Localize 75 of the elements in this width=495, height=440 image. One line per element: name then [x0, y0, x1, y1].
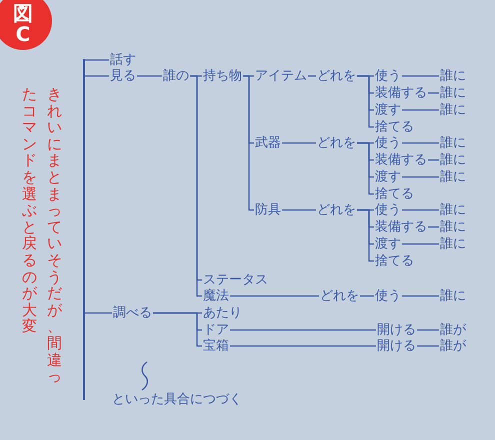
tree-item: 魔法: [203, 288, 229, 304]
tree-item: 誰に: [440, 220, 466, 234]
tree-connector: [417, 329, 439, 331]
tree-item: 誰に: [440, 136, 466, 150]
tree-item: あたり: [203, 306, 242, 320]
tree-connector: [402, 176, 439, 178]
tree-item: 使う: [375, 202, 401, 218]
tree-item: 宝箱: [203, 338, 229, 354]
tree-connector: [402, 109, 439, 111]
tree-connector: [230, 295, 319, 297]
tree-item: 武器: [255, 136, 281, 150]
tree-item: どれを: [317, 68, 356, 84]
tree-connector: [84, 75, 109, 77]
tree-connector: [230, 345, 376, 347]
tree-connector: [357, 209, 374, 262]
tree-item: 開ける: [377, 322, 416, 338]
tree-connector: [153, 312, 202, 347]
tree-connector: [402, 209, 439, 211]
tree-item: 誰に: [440, 68, 466, 84]
tree-item: 捨てる: [375, 120, 414, 134]
tree-item: 使う: [375, 288, 401, 304]
tree-connector: [428, 159, 439, 161]
vertical-caption: きれいにまとまっていそうだが、間違ったコマンドを選ぶと戻るのが大変: [22, 86, 62, 386]
figure-badge: 図C: [0, 0, 52, 50]
tree-item: アイテム: [255, 68, 307, 84]
tree-item: 誰に: [440, 202, 466, 218]
tree-connector: [402, 295, 439, 297]
tree-item: 誰に: [440, 170, 466, 184]
tree-connector: [230, 329, 376, 331]
tree-item: 持ち物: [203, 68, 242, 84]
tree-connector: [417, 345, 439, 347]
tree-item: どれを: [320, 288, 359, 304]
tree-item: 誰に: [440, 86, 466, 100]
tree-item: 誰が: [440, 338, 466, 354]
tree-item: どれを: [317, 136, 356, 150]
tree-connector: [402, 75, 439, 77]
tree-connector: [282, 209, 316, 211]
tree-item: どれを: [317, 202, 356, 218]
tree-item: 渡す: [375, 102, 401, 118]
tree-item: 誰の: [163, 68, 189, 84]
tree-connector: [360, 295, 374, 297]
tree-item: 使う: [375, 136, 401, 150]
tree-item: 装備する: [375, 152, 427, 168]
tree-connector: [402, 142, 439, 144]
tree-connector: [137, 75, 162, 77]
tree-item: 装備する: [375, 220, 427, 234]
tree-connector: [84, 59, 109, 61]
tree-connector: [84, 312, 112, 314]
continuation-note: といった具合につづく: [112, 392, 242, 407]
tree-item: 誰に: [440, 288, 466, 304]
tree-item: 誰に: [440, 236, 466, 252]
tree-connector: [357, 75, 374, 128]
tree-item: 捨てる: [375, 186, 414, 202]
tree-item: 捨てる: [375, 254, 414, 268]
tree-item: 誰に: [440, 102, 466, 118]
tree-item: 防具: [255, 202, 281, 218]
tree-connector: [428, 92, 439, 94]
tree-connector: [308, 75, 316, 77]
tree-item: ステータス: [203, 272, 268, 288]
tree-connector: [428, 226, 439, 228]
tree-item: 開ける: [377, 338, 416, 354]
tree-item: 誰に: [440, 152, 466, 168]
tree-connector: [282, 142, 316, 144]
tree-item: 話す: [110, 52, 136, 68]
tree-connector: [402, 243, 439, 245]
tree-item: 見る: [110, 68, 136, 84]
tree-item: 調べる: [113, 306, 152, 320]
tree-connector: [243, 75, 254, 211]
tree-item: ドア: [203, 322, 229, 338]
tree-item: 装備する: [375, 86, 427, 100]
tree-item: 使う: [375, 68, 401, 84]
tree-connector: [357, 142, 374, 195]
tree-item: 渡す: [375, 170, 401, 184]
tree-item: 誰が: [440, 322, 466, 338]
tree-item: 渡す: [375, 236, 401, 252]
